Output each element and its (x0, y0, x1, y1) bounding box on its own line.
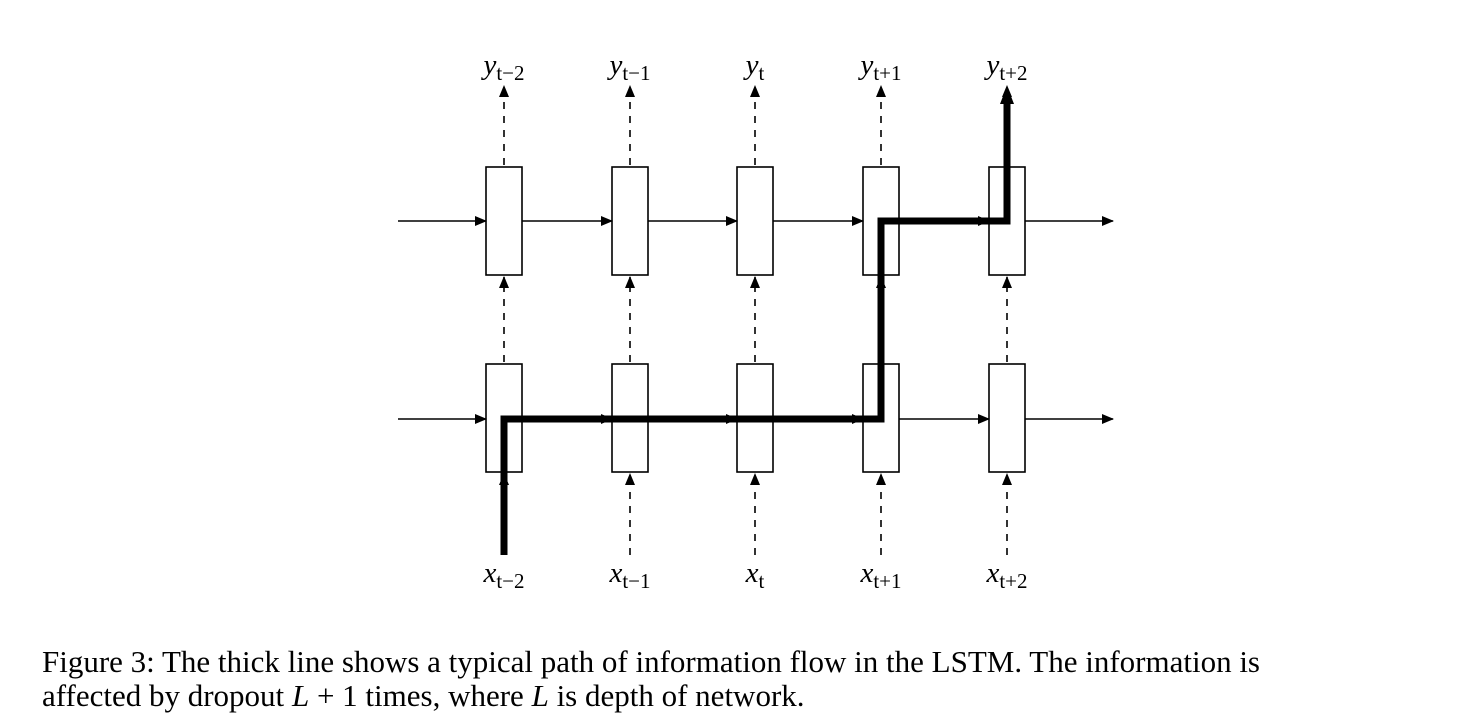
lstm-cell (611, 166, 649, 276)
lstm-cells (485, 166, 1026, 473)
input-label: xt−2 (482, 557, 524, 593)
caption-line-2: affected by dropout L + 1 times, where L… (42, 678, 805, 713)
thick-flow-line (500, 100, 1011, 555)
input-label: xt+1 (859, 557, 901, 593)
information-flow-path (500, 86, 1014, 555)
output-label: yt−1 (606, 49, 650, 85)
lstm-cell (988, 363, 1026, 473)
input-label: xt−1 (608, 557, 650, 593)
lstm-cell (736, 166, 774, 276)
output-label: yt−2 (480, 49, 524, 85)
output-label: yt+1 (857, 49, 901, 85)
thick-flow-arrowhead (1000, 86, 1014, 104)
output-label: yt (743, 49, 765, 85)
output-label: yt+2 (983, 49, 1027, 85)
lstm-cell (485, 166, 523, 276)
dropout-connections (499, 85, 1012, 555)
input-label: xt+2 (985, 557, 1027, 593)
lstm-dropout-diagram: yt−2 yt−1 yt yt+1 yt+2 xt−2 xt−1 xt xt+1 xt+2 (398, 49, 1114, 593)
input-label: xt (745, 557, 765, 593)
figure-caption: Figure 3: The thick line shows a typical… (42, 645, 1472, 713)
caption-line-1: Figure 3: The thick line shows a typical… (42, 644, 1260, 679)
io-labels: yt−2 yt−1 yt yt+1 yt+2 xt−2 xt−1 xt xt+1 xt+2 (480, 49, 1027, 593)
